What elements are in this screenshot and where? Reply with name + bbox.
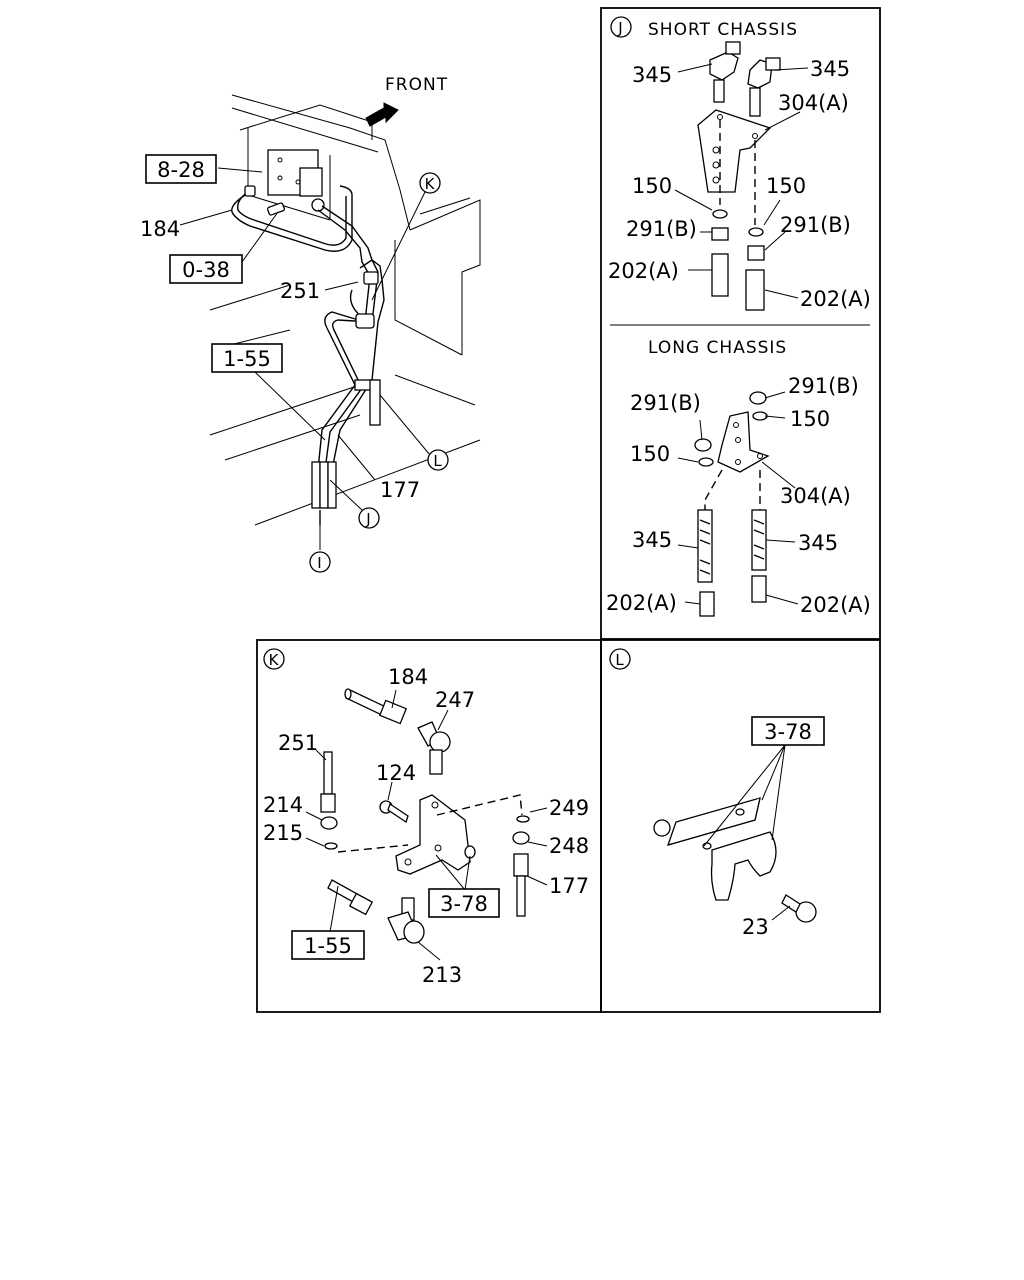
valve-block	[267, 149, 325, 212]
short-150-left: 150	[632, 174, 672, 198]
ref-box-1-55: 1-55	[211, 343, 283, 373]
panel-k: K	[256, 639, 602, 1013]
long-150-right: 150	[790, 407, 830, 431]
k-part-251: 251	[278, 731, 318, 755]
k-part-213: 213	[422, 963, 462, 987]
k-part-184: 184	[388, 665, 428, 689]
ref-box-8-28: 8-28	[145, 154, 217, 184]
pipe-fittings	[244, 185, 381, 525]
main-leader-lines	[179, 167, 431, 550]
long-291b-right: 291(B)	[788, 374, 859, 398]
long-chassis-title: LONG CHASSIS	[648, 338, 787, 358]
ref-1-55-label: 1-55	[223, 347, 271, 371]
short-chassis-drawing	[674, 41, 809, 311]
k-ref-1-55-label: 1-55	[304, 934, 352, 958]
callout-l: L	[427, 449, 449, 471]
k-ref-3-78-label: 3-78	[440, 892, 488, 916]
long-202a-right: 202(A)	[800, 593, 871, 617]
k-part-248: 248	[549, 834, 589, 858]
panel-l: L 3-78 23	[600, 639, 881, 1013]
short-345-left: 345	[632, 63, 672, 87]
k-part-249: 249	[549, 796, 589, 820]
panel-k-circle: K	[263, 648, 285, 670]
svg-text:K: K	[269, 651, 280, 669]
k-part-247: 247	[435, 688, 475, 712]
panel-j: J SHORT CHASSIS LONG CHASSIS	[600, 7, 881, 640]
panel-j-circle: J	[610, 16, 632, 38]
svg-text:K: K	[425, 175, 436, 193]
callout-k: K	[419, 172, 441, 194]
callout-i: I	[309, 551, 331, 573]
svg-text:L: L	[615, 651, 624, 669]
front-arrow: FRONT	[365, 75, 448, 127]
k-part-214: 214	[263, 793, 303, 817]
svg-text:I: I	[317, 554, 322, 572]
long-304a: 304(A)	[780, 484, 851, 508]
k-ref-box-3-78: 3-78	[428, 888, 500, 918]
ref-8-28-label: 8-28	[157, 158, 205, 182]
k-part-215: 215	[263, 821, 303, 845]
short-304a: 304(A)	[778, 91, 849, 115]
long-345-left: 345	[632, 528, 672, 552]
long-chassis-drawing	[677, 391, 799, 617]
part-177-label: 177	[380, 478, 420, 502]
callout-j: J	[358, 507, 380, 529]
panel-l-circle: L	[609, 648, 631, 670]
k-ref-box-1-55: 1-55	[291, 930, 365, 960]
k-part-177: 177	[549, 874, 589, 898]
l-part-23: 23	[742, 915, 769, 939]
short-291b-left: 291(B)	[626, 217, 697, 241]
front-label: FRONT	[385, 75, 448, 95]
panel-k-drawing	[305, 688, 548, 961]
short-202a-right: 202(A)	[800, 287, 871, 311]
ref-0-38-label: 0-38	[182, 258, 230, 282]
k-part-124: 124	[376, 761, 416, 785]
l-ref-3-78-label: 3-78	[764, 720, 812, 744]
panel-l-drawing	[653, 744, 817, 923]
short-chassis-title: SHORT CHASSIS	[648, 20, 798, 40]
part-251-label: 251	[280, 279, 320, 303]
long-345-right: 345	[798, 531, 838, 555]
svg-text:J: J	[617, 19, 623, 37]
long-291b-left: 291(B)	[630, 391, 701, 415]
short-150-right: 150	[766, 174, 806, 198]
part-184-label: 184	[140, 217, 180, 241]
svg-text:J: J	[365, 510, 371, 528]
long-202a-left: 202(A)	[606, 591, 677, 615]
short-291b-right: 291(B)	[780, 213, 851, 237]
l-ref-box-3-78: 3-78	[751, 716, 825, 746]
main-overview: FRONT	[140, 75, 481, 573]
long-150-left: 150	[630, 442, 670, 466]
short-345-right: 345	[810, 57, 850, 81]
svg-text:L: L	[433, 452, 442, 470]
ref-box-0-38: 0-38	[169, 254, 243, 284]
short-202a-left: 202(A)	[608, 259, 679, 283]
